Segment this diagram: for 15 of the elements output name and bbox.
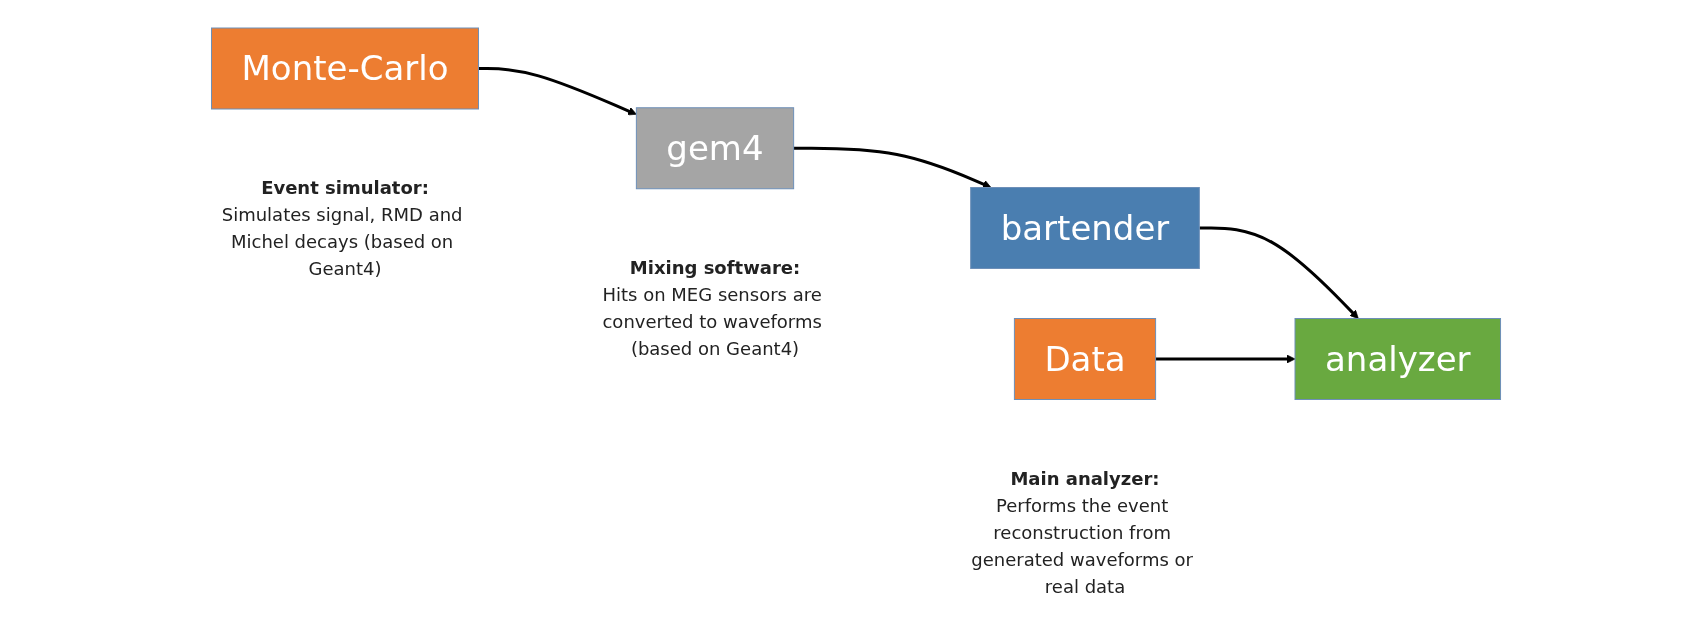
node-label: Performs the event reconstruction from generated waveforms or real data bbox=[971, 494, 1194, 597]
node-label: Event simulator: bbox=[261, 177, 430, 199]
arrow bbox=[793, 147, 992, 189]
node-box: Monte-Carlo bbox=[211, 27, 480, 110]
node-label: Hits on MEG sensors are converted to waveforms (based on Geant4) bbox=[602, 284, 823, 359]
arrow bbox=[1199, 226, 1359, 320]
node-box: bartender bbox=[970, 187, 1201, 270]
node-box: gem4 bbox=[636, 107, 795, 190]
node-box: Data bbox=[1014, 318, 1157, 401]
node-box: analyzer bbox=[1294, 318, 1502, 401]
node-label: Simulates signal, RMD and Michel decays (based on Geant4) bbox=[221, 204, 463, 280]
arrow bbox=[478, 67, 637, 116]
arrow bbox=[1155, 354, 1296, 364]
node-label: Main analyzer: bbox=[1010, 467, 1160, 489]
node-label: Mixing software: bbox=[630, 257, 801, 278]
